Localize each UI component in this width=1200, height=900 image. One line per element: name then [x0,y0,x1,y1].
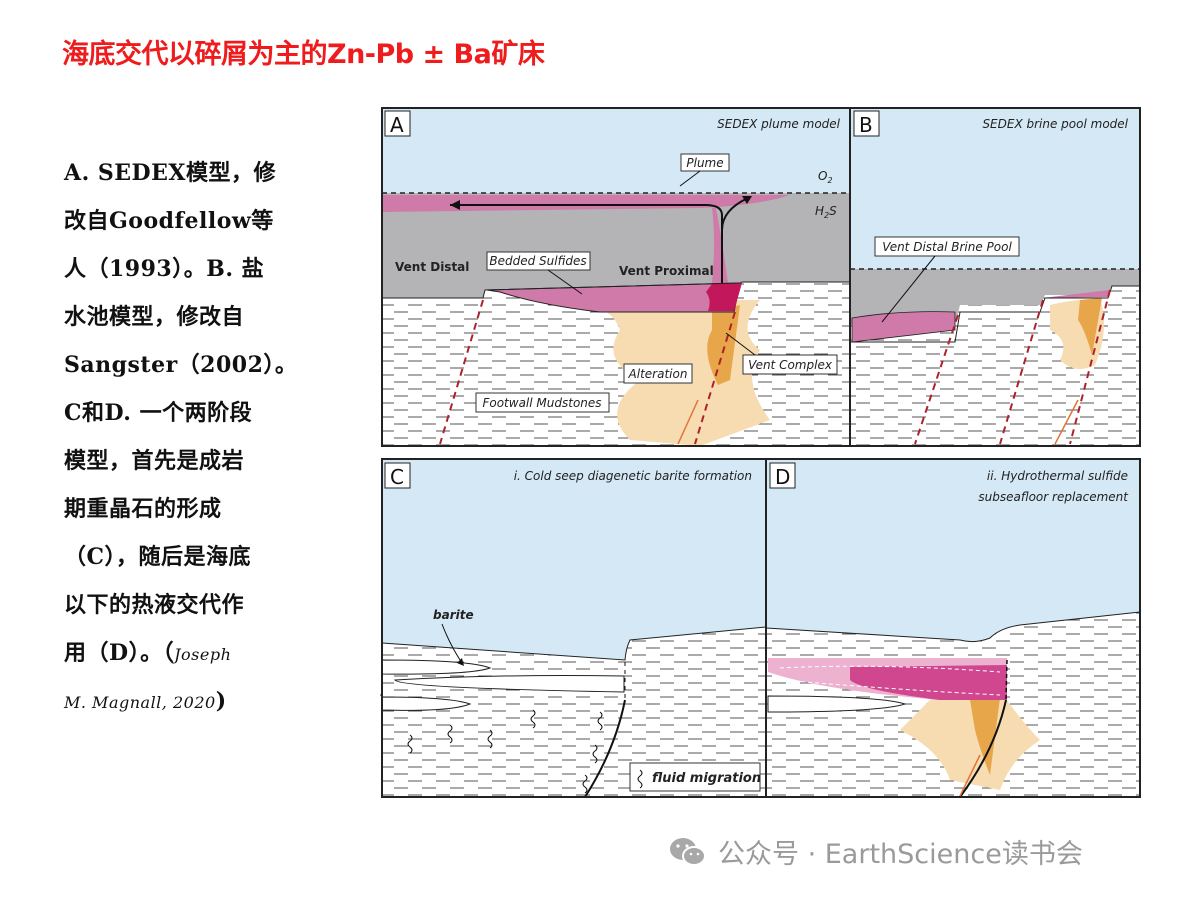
caption-line: 以下的热液交代作 [64,592,245,618]
label-vent-distal: Vent Distal [395,260,469,274]
fluid-migration-squiggles [407,709,603,794]
panel-b-title: SEDEX brine pool model [982,117,1128,131]
label-plume: Plume [686,156,723,170]
label-vent-distal-brine-pool: Vent Distal Brine Pool [882,240,1012,254]
watermark: 公众号 · EarthScience读书会 [668,832,1083,871]
caption-line: 人（1993）。B. 盐 [64,256,265,282]
panel-d-title-1: ii. Hydrothermal sulfide [987,469,1128,483]
caption-line: 模型，首先是成岩 [64,448,245,474]
panel-c-letter: C [390,465,404,489]
citation-close: ) [215,688,227,714]
label-alteration: Alteration [628,367,688,381]
panel-a-letter: A [390,113,404,137]
caption-line: A. SEDEX模型，修 [64,160,276,186]
caption-line: Sangster（2002）。 [64,352,298,378]
label-footwall-mudstones: Footwall Mudstones [482,396,601,410]
wechat-icon [670,837,706,866]
caption-line: C和D. 一个两阶段 [64,400,253,426]
deposit-model-diagram: A SEDEX plume model Plume O2 H2S Vent Di… [380,107,1141,798]
caption-line: M. Magnall, 2020) [64,684,334,732]
label-h2s: H2S [815,204,837,220]
caption-text: A. SEDEX模型，修 改自Goodfellow等 人（1993）。B. 盐 … [64,156,334,732]
panel-a: A SEDEX plume model Plume O2 H2S Vent Di… [381,107,851,447]
caption-line: 期重晶石的形成 [64,496,222,522]
caption-line: （C），随后是海底 [64,544,252,570]
panel-c-title: i. Cold seep diagenetic barite formation [514,469,752,483]
label-bedded-sulfides: Bedded Sulfides [489,254,586,268]
legend-fluid-migration: fluid migration [652,771,761,786]
panel-b: B SEDEX brine pool model Vent Distal Bri… [849,107,1141,447]
panel-d-title-2: subseafloor replacement [978,490,1129,504]
citation-year: M. Magnall, 2020 [64,693,216,712]
label-barite: barite [433,608,474,622]
caption-line: 水池模型，修改自 [64,304,245,330]
panel-c: barite fluid migration C i. Cold seep di… [380,458,767,798]
panel-a-title: SEDEX plume model [717,117,841,131]
caption-line: 改自Goodfellow等 [64,208,274,234]
panel-d-letter: D [775,465,790,489]
panel-b-letter: B [859,113,873,137]
caption-line: 用（D）。（Joseph [64,636,334,684]
citation-author: Joseph [174,645,232,664]
squiggle-legend-icon [637,769,643,789]
label-vent-complex: Vent Complex [748,358,833,372]
panel-d: D ii. Hydrothermal sulfide subseafloor r… [765,458,1141,798]
slide-title: 海底交代以碎屑为主的Zn-Pb ± Ba矿床 [62,39,545,70]
label-o2: O2 [818,169,833,185]
caption-line-text: 用（D）。（ [64,640,175,666]
watermark-text: 公众号 · EarthScience读书会 [718,839,1083,870]
label-vent-proximal: Vent Proximal [619,264,714,278]
